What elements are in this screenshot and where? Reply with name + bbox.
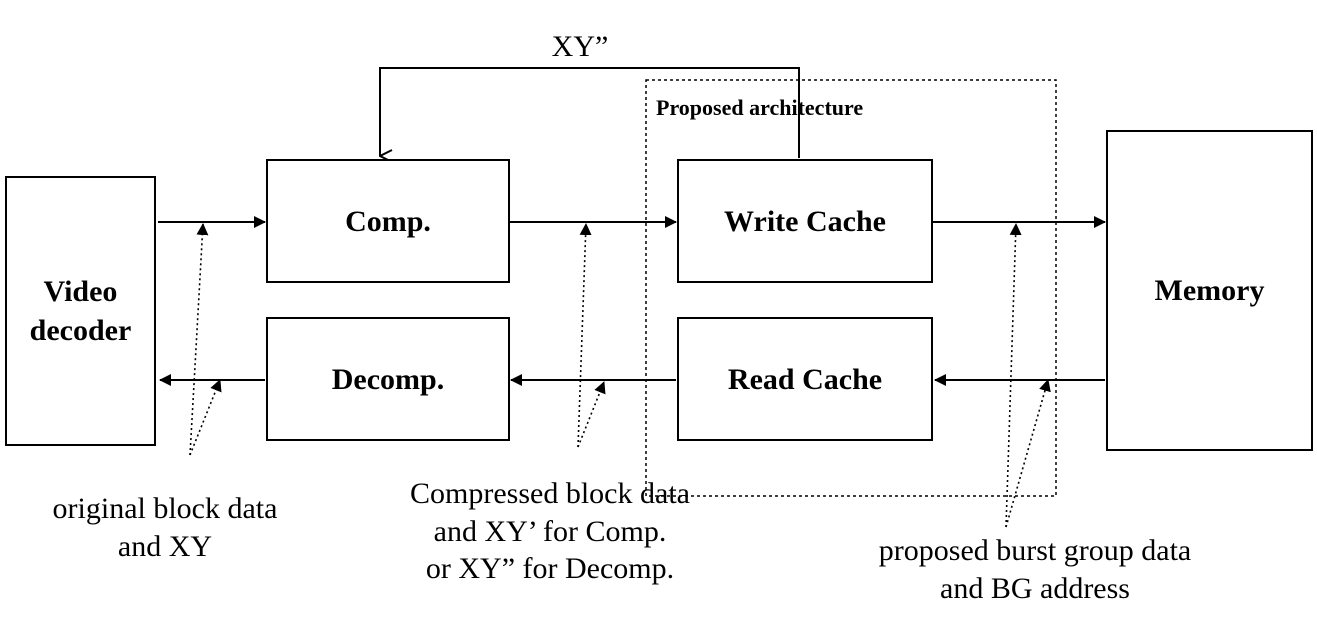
decomp-block: Decomp. <box>266 317 510 441</box>
compressed-block-data-label: Compressed block data and XY’ for Comp. … <box>410 477 690 585</box>
pointer-burst-bottom <box>1005 379 1051 528</box>
pointer-compressed-bottom <box>577 381 606 448</box>
pointer-original-bottom <box>189 379 222 456</box>
video-decoder-block: Video decoder <box>5 176 156 446</box>
feedback-line <box>379 67 800 158</box>
proposed-architecture-region <box>645 79 1057 497</box>
original-block-data-label: original block data and XY <box>52 492 278 563</box>
write-cache-block: Write Cache <box>677 159 933 283</box>
pointer-burst-top <box>1005 223 1022 528</box>
memory-block: Memory <box>1106 130 1313 451</box>
proposed-architecture-label: Proposed architecture <box>656 95 864 120</box>
read-cache-block: Read Cache <box>677 317 933 441</box>
comp-block: Comp. <box>266 159 510 283</box>
burst-group-data-label: proposed burst group data and BG address <box>878 534 1192 605</box>
pointer-compressed-top <box>577 223 592 448</box>
pointer-original-top <box>189 223 209 456</box>
feedback-label: XY” <box>551 30 609 63</box>
